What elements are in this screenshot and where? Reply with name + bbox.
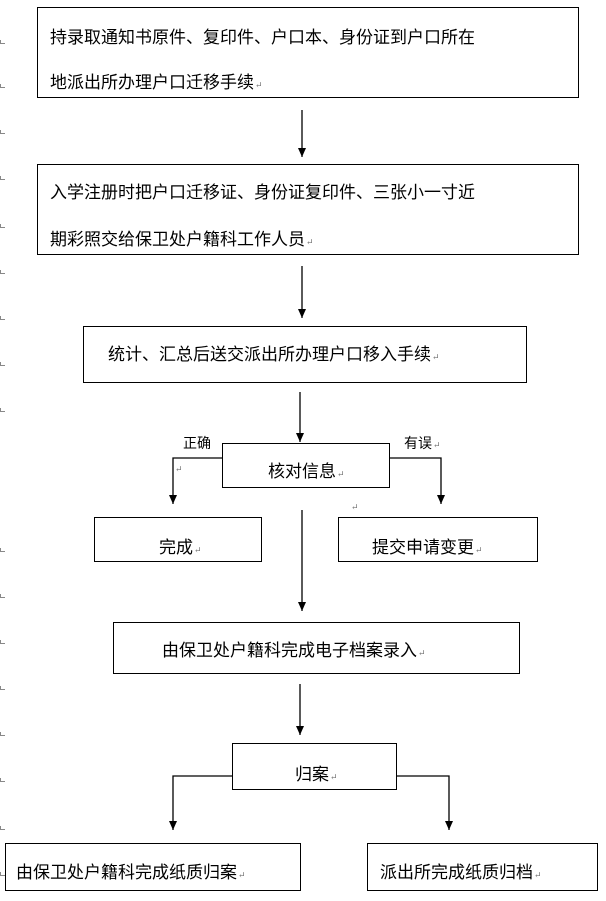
done-label: 完成↵ [159, 537, 202, 562]
paragraph-mark: ↵ [238, 871, 246, 881]
done-box [94, 517, 262, 562]
branch-error-label: 有误↵ [404, 436, 441, 454]
branch-error-text: 有误 [404, 436, 432, 452]
step-3-text: 统计、汇总后送交派出所办理户口移入手续 [108, 345, 431, 365]
check-text: 核对信息 [268, 462, 336, 482]
step-2-line-2: 期彩照交给保卫处户籍科工作人员↵ [50, 229, 314, 254]
step-2-box [37, 164, 579, 255]
margin-mark [0, 224, 5, 228]
branch-correct-label: 正确 [183, 436, 211, 452]
margin-mark [0, 640, 5, 644]
margin-mark [0, 130, 5, 134]
paper-security-label: 由保卫处户籍科完成纸质归案↵ [16, 862, 246, 887]
archive-text: 归案 [295, 765, 329, 785]
branch-correct-text: 正确 [183, 436, 211, 452]
step-2-line-1-text: 入学注册时把户口迁移证、身份证复印件、三张小一寸近 [50, 183, 475, 203]
step-1-line-1-text: 持录取通知书原件、复印件、户口本、身份证到户口所在 [50, 28, 475, 48]
margin-mark [0, 270, 5, 274]
stray-paragraph-mark-left: ↵ [174, 460, 183, 478]
done-text: 完成 [159, 538, 193, 558]
paper-police-text: 派出所完成纸质归档 [380, 863, 533, 883]
paragraph-mark: ↵ [194, 546, 202, 556]
margin-mark [0, 176, 5, 180]
entry-label: 由保卫处户籍科完成电子档案录入↵ [162, 640, 426, 665]
paragraph-mark: ↵ [175, 465, 183, 475]
margin-mark [0, 732, 5, 736]
paragraph-mark: ↵ [433, 441, 441, 451]
paragraph-mark: ↵ [337, 470, 345, 480]
change-box [338, 517, 538, 562]
step-1-line-2: 地派出所办理户口迁移手续↵ [50, 72, 263, 97]
paragraph-mark: ↵ [330, 773, 338, 783]
arrow-check-change [390, 457, 445, 504]
step-3-box [83, 326, 527, 383]
step-1-line-1: 持录取通知书原件、复印件、户口本、身份证到户口所在 [50, 27, 475, 49]
stray-paragraph-mark-right: ↵ [350, 498, 359, 516]
check-box [222, 443, 390, 488]
margin-mark [0, 548, 5, 552]
margin-mark [0, 316, 5, 320]
change-text: 提交申请变更 [372, 538, 474, 558]
paragraph-mark: ↵ [475, 546, 483, 556]
margin-mark [0, 826, 5, 830]
paragraph-mark: ↵ [418, 649, 426, 659]
paragraph-mark: ↵ [534, 871, 542, 881]
paper-police-label: 派出所完成纸质归档↵ [380, 862, 542, 887]
margin-mark [0, 362, 5, 366]
step-2-line-1: 入学注册时把户口迁移证、身份证复印件、三张小一寸近 [50, 182, 475, 204]
margin-mark [0, 40, 5, 44]
margin-mark [0, 872, 5, 876]
step-3-label: 统计、汇总后送交派出所办理户口移入手续↵ [108, 344, 440, 369]
change-label: 提交申请变更↵ [372, 537, 483, 562]
arrow-archive-police [397, 775, 453, 830]
archive-label: 归案↵ [295, 764, 338, 789]
margin-mark [0, 686, 5, 690]
check-label: 核对信息↵ [268, 461, 345, 486]
entry-box [113, 622, 520, 674]
margin-mark [0, 84, 5, 88]
step-2-line-2-text: 期彩照交给保卫处户籍科工作人员 [50, 230, 305, 250]
arrow-archive-security [169, 775, 232, 830]
margin-mark [0, 778, 5, 782]
paper-security-box [5, 843, 301, 891]
paragraph-mark: ↵ [255, 81, 263, 91]
paper-police-box [367, 843, 598, 891]
step-1-box [37, 7, 579, 98]
step-1-line-2-text: 地派出所办理户口迁移手续 [50, 73, 254, 93]
paper-security-text: 由保卫处户籍科完成纸质归案 [16, 863, 237, 883]
paragraph-mark: ↵ [351, 503, 359, 513]
entry-text: 由保卫处户籍科完成电子档案录入 [162, 641, 417, 661]
archive-box [232, 743, 397, 790]
margin-mark [0, 594, 5, 598]
arrow-check-done [169, 457, 222, 504]
margin-mark [0, 408, 5, 412]
paragraph-mark: ↵ [306, 238, 314, 248]
paragraph-mark: ↵ [432, 353, 440, 363]
